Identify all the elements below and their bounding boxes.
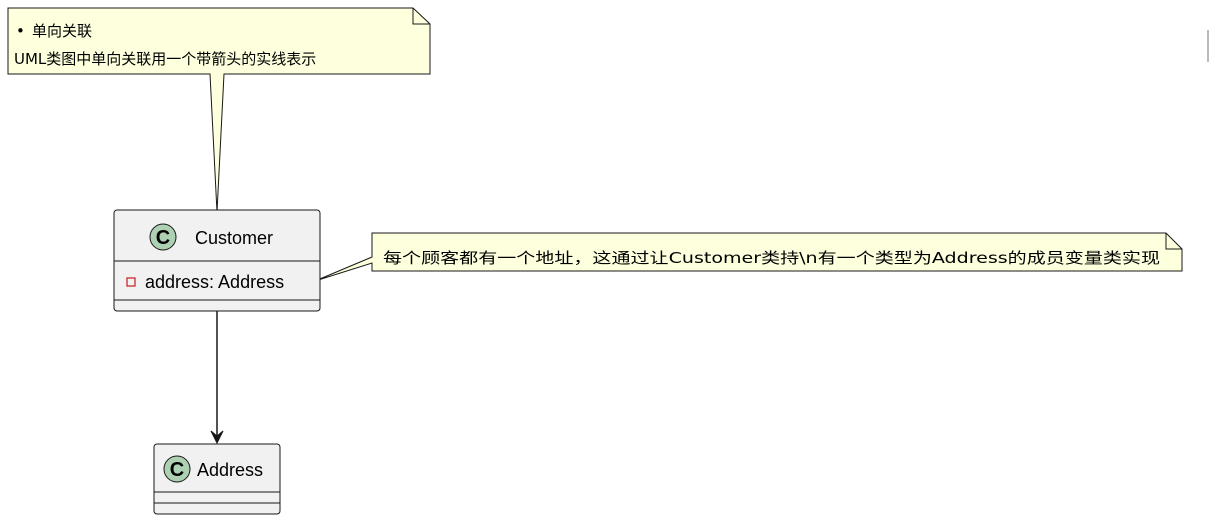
note-single-association: • 单向关联 UML类图中单向关联用一个带箭头的实线表示 — [7, 7, 431, 213]
note-right-text: 每个顾客都有一个地址，这通过让Customer类持\n有一个类型为Address… — [383, 249, 1160, 267]
note-top-shape — [7, 7, 431, 213]
arrow-head-icon — [210, 430, 224, 445]
note-top-fold — [412, 8, 430, 25]
class-icon-letter: C — [156, 227, 170, 249]
note-right-fold — [1165, 233, 1182, 250]
note-top-bullet: • — [16, 22, 25, 40]
class-icon — [149, 223, 177, 251]
note-right-shape — [314, 232, 1183, 282]
note-top-title: 单向关联 — [32, 22, 92, 40]
class-customer: C Customer address: Address — [113, 209, 321, 312]
class-address: C Address — [153, 443, 281, 515]
class-customer-name: Customer — [195, 228, 273, 248]
class-customer-field: address: Address — [145, 272, 284, 292]
class-icon-letter: C — [170, 459, 184, 481]
note-top-body: UML类图中单向关联用一个带箭头的实线表示 — [14, 50, 316, 68]
class-icon — [163, 455, 191, 483]
class-address-name: Address — [197, 460, 263, 480]
association-arrow — [210, 311, 224, 445]
note-customer-address: 每个顾客都有一个地址，这通过让Customer类持\n有一个类型为Address… — [314, 232, 1183, 282]
private-visibility-icon — [126, 277, 136, 287]
